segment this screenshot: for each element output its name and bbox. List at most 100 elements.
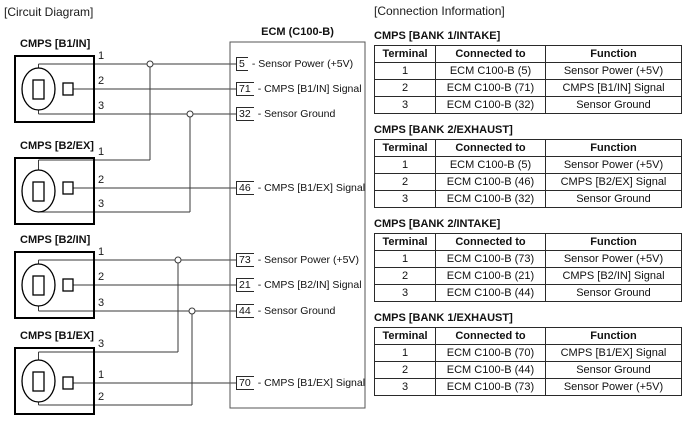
cell-connected: ECM C100-B (21) bbox=[435, 267, 546, 285]
connector-label-b2in: CMPS [B2/IN] bbox=[20, 234, 91, 246]
table-row: 2 ECM C100-B (46) CMPS [B2/EX] Signal bbox=[374, 173, 682, 191]
cell-function: Sensor Power (+5V) bbox=[545, 378, 682, 396]
ecm-pin-21: 21 - CMPS [B2/IN] Signal bbox=[236, 277, 362, 293]
ecm-pin-label: - CMPS [B1/EX] Signal bbox=[257, 377, 366, 389]
connector-label-b1ex: CMPS [B1/EX] bbox=[20, 330, 94, 342]
cell-connected: ECM C100-B (5) bbox=[435, 62, 546, 80]
table-row: 1 ECM C100-B (70) CMPS [B1/EX] Signal bbox=[374, 344, 682, 362]
cell-function: Sensor Ground bbox=[545, 361, 682, 379]
cell-terminal: 1 bbox=[374, 250, 436, 268]
pin-number: 1 bbox=[98, 146, 105, 158]
cell-terminal: 3 bbox=[374, 284, 436, 302]
connection-information-title: [Connection Information] bbox=[374, 4, 505, 18]
ecm-title: ECM (C100-B) bbox=[261, 26, 334, 38]
col-header-function: Function bbox=[545, 233, 682, 251]
cell-function: CMPS [B1/IN] Signal bbox=[545, 79, 682, 97]
cell-connected: ECM C100-B (70) bbox=[435, 344, 546, 362]
connector-label-b2ex: CMPS [B2/EX] bbox=[20, 140, 94, 152]
cell-terminal: 3 bbox=[374, 190, 436, 208]
connector-b1ex-symbol bbox=[14, 347, 95, 415]
ecm-pin-46: 46 - CMPS [B1/EX] Signal bbox=[236, 180, 365, 196]
ecm-pin-5: 5 - Sensor Power (+5V) bbox=[236, 56, 353, 72]
cell-terminal: 2 bbox=[374, 173, 436, 191]
connector-b1in-symbol bbox=[14, 55, 95, 123]
col-header-function: Function bbox=[545, 139, 682, 157]
table-row: 1 ECM C100-B (5) Sensor Power (+5V) bbox=[374, 156, 682, 174]
cell-function: Sensor Ground bbox=[545, 96, 682, 114]
connection-table-bank2-exhaust: Terminal Connected to Function 1 ECM C10… bbox=[374, 139, 682, 208]
table-row: 3 ECM C100-B (73) Sensor Power (+5V) bbox=[374, 378, 682, 396]
col-header-connected-to: Connected to bbox=[435, 139, 546, 157]
pin-number: 3 bbox=[98, 338, 105, 350]
cell-terminal: 2 bbox=[374, 361, 436, 379]
cell-terminal: 2 bbox=[374, 79, 436, 97]
ecm-pin-44: 44 - Sensor Ground bbox=[236, 303, 335, 319]
cell-connected: ECM C100-B (32) bbox=[435, 96, 546, 114]
table-title-bank1-exhaust: CMPS [BANK 1/EXHAUST] bbox=[374, 312, 513, 324]
cell-connected: ECM C100-B (73) bbox=[435, 250, 546, 268]
col-header-terminal: Terminal bbox=[374, 139, 436, 157]
cell-connected: ECM C100-B (46) bbox=[435, 173, 546, 191]
cell-connected: ECM C100-B (71) bbox=[435, 79, 546, 97]
cell-connected: ECM C100-B (32) bbox=[435, 190, 546, 208]
connection-table-bank1-exhaust: Terminal Connected to Function 1 ECM C10… bbox=[374, 327, 682, 396]
ecm-pin-number: 44 bbox=[236, 304, 254, 318]
junction-nodes bbox=[146, 60, 196, 315]
cell-function: Sensor Ground bbox=[545, 284, 682, 302]
ecm-pin-number: 70 bbox=[236, 376, 254, 390]
ecm-pin-number: 32 bbox=[236, 107, 254, 121]
cell-terminal: 1 bbox=[374, 344, 436, 362]
col-header-connected-to: Connected to bbox=[435, 45, 546, 63]
ecm-pin-label: - Sensor Power (+5V) bbox=[257, 254, 359, 266]
cell-connected: ECM C100-B (73) bbox=[435, 378, 546, 396]
pin-number: 1 bbox=[98, 246, 105, 258]
cell-terminal: 3 bbox=[374, 96, 436, 114]
cell-function: Sensor Power (+5V) bbox=[545, 156, 682, 174]
ecm-pin-label: - Sensor Power (+5V) bbox=[251, 58, 354, 70]
wires bbox=[38, 63, 237, 406]
table-title-bank2-intake: CMPS [BANK 2/INTAKE] bbox=[374, 218, 501, 230]
circuit-wiring-svg bbox=[14, 41, 366, 415]
col-header-terminal: Terminal bbox=[374, 45, 436, 63]
cell-terminal: 1 bbox=[374, 62, 436, 80]
connector-b2in-symbol bbox=[14, 251, 95, 319]
ecm-pin-number: 5 bbox=[236, 57, 248, 71]
table-row: 3 ECM C100-B (32) Sensor Ground bbox=[374, 190, 682, 208]
ecm-pin-number: 73 bbox=[236, 253, 254, 267]
pin-number: 3 bbox=[98, 297, 105, 309]
cell-function: CMPS [B1/EX] Signal bbox=[545, 344, 682, 362]
ecm-pin-number: 71 bbox=[236, 82, 254, 96]
col-header-function: Function bbox=[545, 45, 682, 63]
ecm-pin-number: 21 bbox=[236, 278, 254, 292]
connector-symbols bbox=[14, 41, 366, 415]
col-header-function: Function bbox=[545, 327, 682, 345]
ecm-pin-70: 70 - CMPS [B1/EX] Signal bbox=[236, 375, 365, 391]
ecm-box bbox=[229, 41, 366, 409]
table-row: 3 ECM C100-B (44) Sensor Ground bbox=[374, 284, 682, 302]
ecm-pin-number: 46 bbox=[236, 181, 254, 195]
table-title-bank1-intake: CMPS [BANK 1/INTAKE] bbox=[374, 30, 501, 42]
table-row: 3 ECM C100-B (32) Sensor Ground bbox=[374, 96, 682, 114]
cell-connected: ECM C100-B (44) bbox=[435, 361, 546, 379]
ecm-pin-label: - CMPS [B2/IN] Signal bbox=[257, 279, 362, 291]
col-header-terminal: Terminal bbox=[374, 327, 436, 345]
ecm-pin-label: - Sensor Ground bbox=[257, 108, 336, 120]
ecm-pin-label: - Sensor Ground bbox=[257, 305, 336, 317]
ecm-pin-73: 73 - Sensor Power (+5V) bbox=[236, 252, 359, 268]
pin-number: 1 bbox=[98, 369, 105, 381]
cell-connected: ECM C100-B (44) bbox=[435, 284, 546, 302]
ecm-pin-32: 32 - Sensor Ground bbox=[236, 106, 335, 122]
table-row: 2 ECM C100-B (44) Sensor Ground bbox=[374, 361, 682, 379]
pin-number: 1 bbox=[98, 50, 105, 62]
pin-number: 3 bbox=[98, 100, 105, 112]
cell-terminal: 3 bbox=[374, 378, 436, 396]
ecm-pin-71: 71 - CMPS [B1/IN] Signal bbox=[236, 81, 362, 97]
ecm-pin-label: - CMPS [B1/EX] Signal bbox=[257, 182, 366, 194]
table-row: 2 ECM C100-B (71) CMPS [B1/IN] Signal bbox=[374, 79, 682, 97]
table-row: 2 ECM C100-B (21) CMPS [B2/IN] Signal bbox=[374, 267, 682, 285]
col-header-terminal: Terminal bbox=[374, 233, 436, 251]
table-header-row: Terminal Connected to Function bbox=[374, 139, 682, 157]
cell-function: CMPS [B2/EX] Signal bbox=[545, 173, 682, 191]
col-header-connected-to: Connected to bbox=[435, 327, 546, 345]
connection-information-panel: [Connection Information] CMPS [BANK 1/IN… bbox=[374, 4, 684, 396]
